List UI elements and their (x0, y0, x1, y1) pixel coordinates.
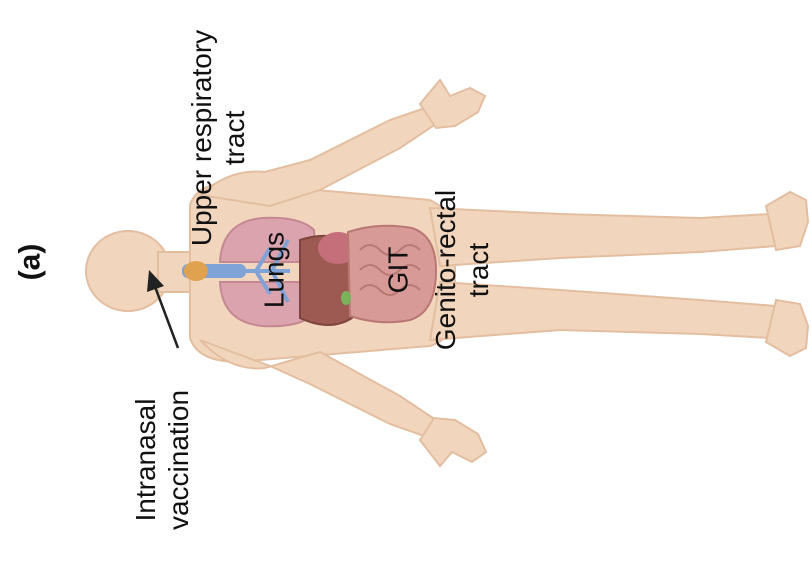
label-intranasal-line2: vaccination (162, 390, 195, 530)
label-upper-respiratory-line1: Upper respiratory (185, 30, 218, 246)
label-genito-rectal-line2: tract (462, 190, 495, 350)
arm-lower (200, 340, 436, 436)
label-intranasal-line1: Intranasal (129, 390, 162, 530)
label-genito-rectal-tract: Genito-rectal tract (429, 190, 495, 350)
label-git: GIT (381, 247, 414, 294)
label-lungs: Lungs (257, 232, 290, 308)
label-upper-respiratory-tract: Upper respiratory tract (185, 30, 251, 246)
larynx (184, 261, 208, 281)
label-intranasal-vaccination: Intranasal vaccination (129, 390, 195, 530)
label-upper-respiratory-line2: tract (218, 30, 251, 246)
gallbladder (341, 291, 351, 305)
panel-label: (a) (12, 244, 47, 281)
hand-lower (420, 418, 486, 466)
label-genito-rectal-line1: Genito-rectal (429, 190, 462, 350)
arrow-shaft (154, 284, 178, 348)
